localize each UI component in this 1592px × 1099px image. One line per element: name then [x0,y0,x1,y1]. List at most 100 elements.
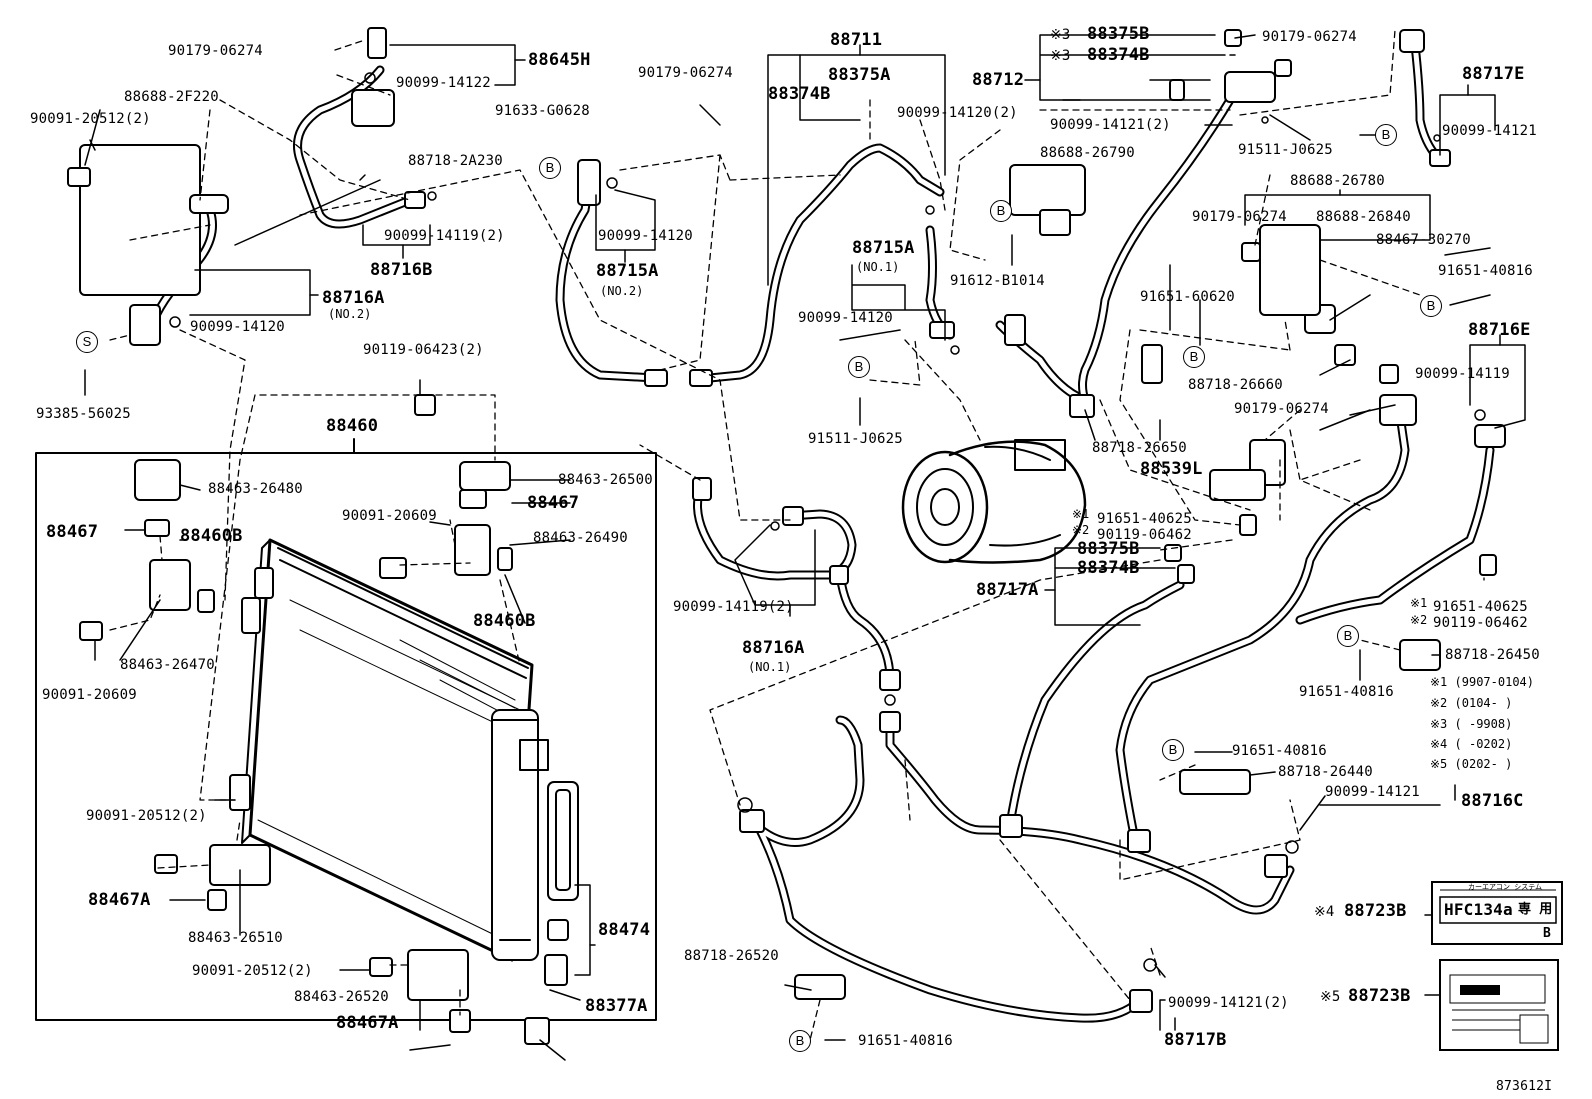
part-label: 88467A [336,1013,399,1033]
part-label: 88460B [473,611,536,631]
hfc-label-plate [1431,881,1563,945]
part-label: 91651-40816 [858,1033,953,1049]
part-label: 88716C [1461,791,1524,811]
part-label: 88718-2A230 [408,153,503,169]
part-label: 88688-26790 [1040,145,1135,161]
part-label: 88688-2F220 [124,89,219,105]
part-label: 90119-06462 [1433,615,1528,631]
part-label: 90099-14122 [396,75,491,91]
part-label: 88463-26500 [558,472,653,488]
note-mark: ※1 [1430,675,1448,689]
callout-b: B [789,1030,811,1052]
compressor [901,439,1087,564]
part-label: 88645H [528,50,591,70]
part-label: 91511-J0625 [1238,142,1333,158]
figure-number: 873612I [1496,1079,1553,1094]
part-label: 90179-06274 [638,65,733,81]
part-label: 88374B [1077,558,1140,578]
note-date-range: ( -9908) [1454,717,1513,731]
part-label: 88377A [585,996,648,1016]
callout-s: S [76,331,98,353]
part-label: 88718-26520 [684,948,779,964]
part-label: 91651-60620 [1140,289,1235,305]
part-label: 88717B [1164,1030,1227,1050]
hfc-plate-text: HFC134a [1444,900,1513,919]
callout-b: B [1420,295,1442,317]
part-label: 88460B [180,526,243,546]
part-label: 88723B [1348,986,1411,1006]
note-date-range: (0104- ) [1454,696,1513,710]
part-label: 90091-20512(2) [192,963,313,979]
note-mark: ※2 [1430,696,1448,710]
part-label: 88716A [742,638,805,658]
part-label: 88717E [1462,64,1525,84]
part-label: 90179-06274 [168,43,263,59]
note-mark: ※5 [1430,757,1448,771]
part-note: (NO.1) [748,660,792,674]
part-label: 88688-26780 [1290,173,1385,189]
part-label: 88711 [830,30,883,50]
part-label: 88474 [598,920,651,940]
part-label: 90099-14120 [190,319,285,335]
part-label: 88375A [828,65,891,85]
hfc-plate-suffix: 専 用 [1518,902,1553,917]
part-label: 88723B [1344,901,1407,921]
part-label: 90099-14120 [598,228,693,244]
part-label: 90099-14120 [798,310,893,326]
part-label: 91651-40625 [1433,599,1528,615]
part-label: 90099-14119 [1415,366,1510,382]
part-label: 88712 [972,70,1025,90]
part-label: 88718-26440 [1278,764,1373,780]
note-mark: ※3 [1050,48,1071,64]
part-label: 88374B [1087,45,1150,65]
note-date-range: ( -0202) [1454,737,1513,751]
part-label: 88374B [768,84,831,104]
part-label: 93385-56025 [36,406,131,422]
part-label: 91511-J0625 [808,431,903,447]
callout-b: B [848,356,870,378]
part-label: 88463-26470 [120,657,215,673]
note-date-range: (9907-0104) [1454,675,1534,689]
part-label: 88716E [1468,320,1531,340]
part-label: 90119-06423(2) [363,342,484,358]
part-label: 90179-06274 [1262,29,1357,45]
o-rings [169,72,1486,972]
part-label: 90091-20609 [42,687,137,703]
part-label: 90099-14121(2) [1050,117,1171,133]
part-label: 88463-26490 [533,530,628,546]
part-note: (NO.1) [856,260,900,274]
hfc-plate-header: カーエアコン システム [1468,883,1543,891]
note-mark: ※3 [1050,27,1071,43]
part-label: 90179-06274 [1234,401,1329,417]
condenser-core [241,538,534,962]
part-label: 90091-20512(2) [86,808,207,824]
note-mark: ※1 [1410,596,1428,610]
part-label: 88463-26480 [208,481,303,497]
callout-b: B [1162,739,1184,761]
note-mark: ※4 [1430,737,1448,751]
part-note: (NO.2) [328,307,372,321]
part-label: 88716A [322,288,385,308]
part-label: 90099-14119(2) [384,228,505,244]
part-label: 90099-14121 [1325,784,1420,800]
part-label: 91612-B1014 [950,273,1045,289]
part-label: 88375B [1087,24,1150,44]
part-label: 91633-G0628 [495,103,590,119]
part-label: 90099-14121(2) [1168,995,1289,1011]
note-mark: ※2 [1410,613,1428,627]
part-label: 90091-20609 [342,508,437,524]
note-mark: ※5 [1320,989,1341,1005]
part-label: 88715A [852,238,915,258]
note-date-range: (0202- ) [1454,757,1513,771]
part-label: 88718-26650 [1092,440,1187,456]
hfc-plate-corner: B [1543,926,1552,941]
part-label: 88717A [976,580,1039,600]
side-plate [547,781,579,901]
part-label: 90119-06462 [1097,527,1192,543]
part-label: 88467 [527,493,580,513]
part-label: 88463-26520 [294,989,389,1005]
part-label: 88460 [326,416,379,436]
note-mark: ※2 [1072,523,1090,537]
info-label-plate [1439,959,1559,1051]
